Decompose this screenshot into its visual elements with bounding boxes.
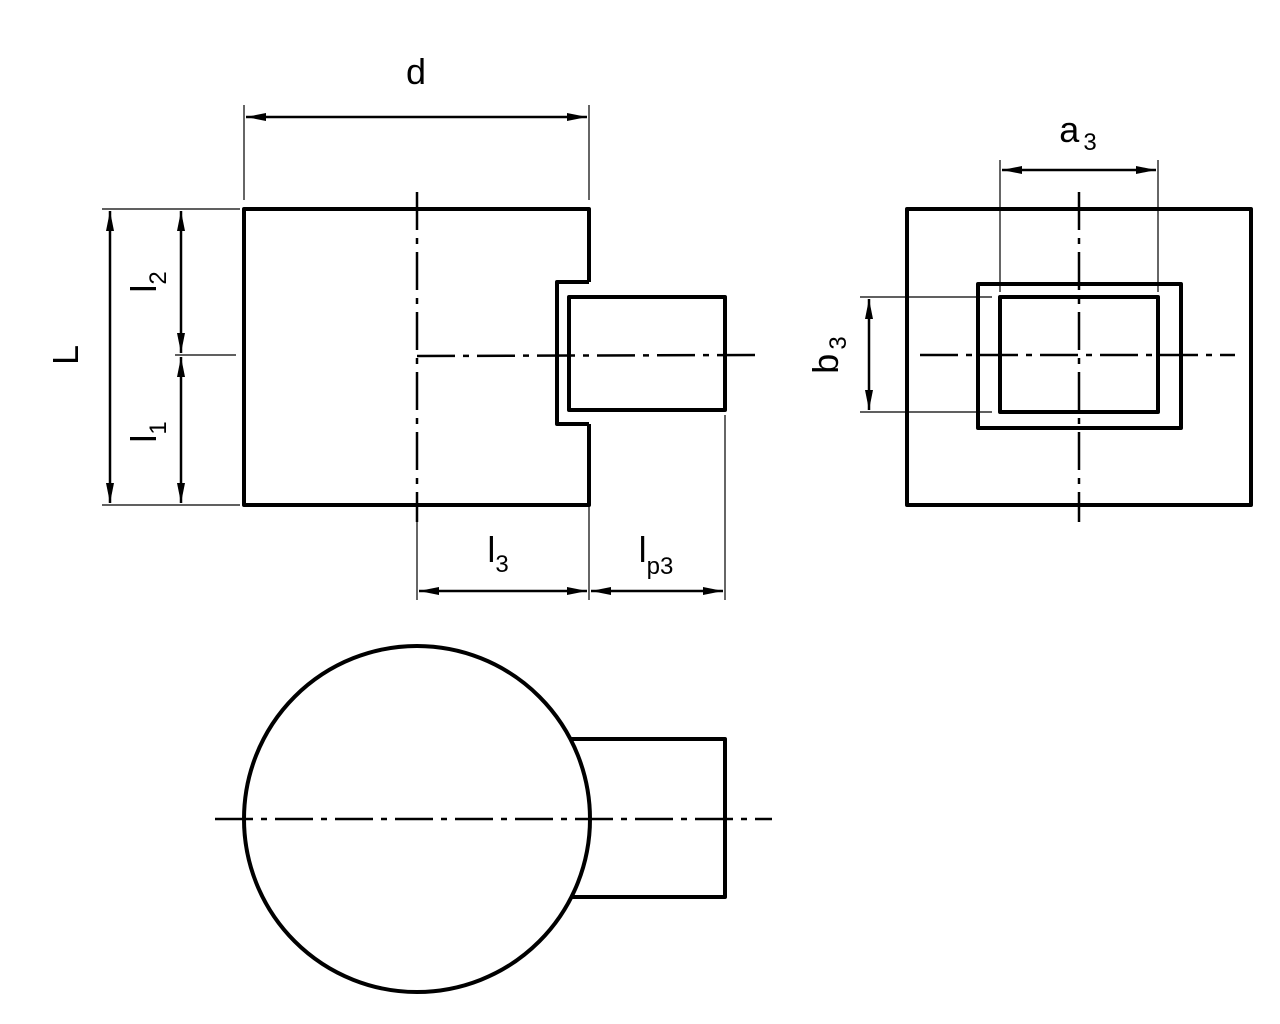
top-view (215, 644, 772, 994)
label-l3: l3 (487, 529, 508, 578)
label-L: L (45, 345, 86, 365)
label-d: d (406, 51, 426, 92)
horizontal-centerline (416, 353, 756, 358)
label-l2: l2 (123, 271, 172, 292)
front-view: d L l2 l1 l3 lp3 (45, 51, 756, 600)
flange-outline (555, 280, 589, 426)
label-l1: l1 (123, 421, 172, 442)
label-lp3: lp3 (639, 529, 674, 580)
shaft-outline (567, 295, 727, 412)
label-b3: b3 (805, 336, 852, 373)
body-outline (242, 207, 591, 507)
